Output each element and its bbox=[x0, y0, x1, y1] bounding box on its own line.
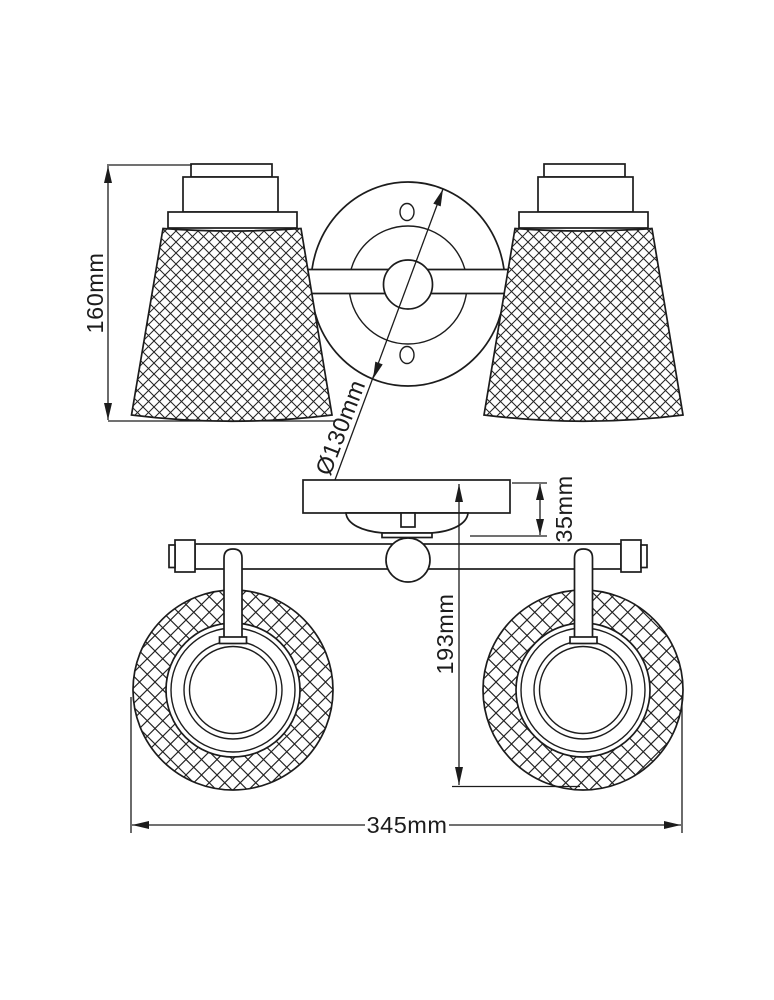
screw-hole-bottom bbox=[399, 345, 415, 365]
shade-height-label: 160mm bbox=[82, 253, 108, 334]
arrow-right-icon bbox=[664, 821, 681, 829]
left-lampholder-body bbox=[182, 176, 279, 213]
right-shade-arm bbox=[569, 548, 598, 645]
arrow-left-icon bbox=[132, 821, 149, 829]
top-view: 35mm 193mm 345mm bbox=[130, 475, 684, 838]
arrow-downleft-icon bbox=[373, 361, 383, 379]
backplate-plan bbox=[302, 479, 511, 514]
left-shade-plan bbox=[132, 589, 334, 791]
left-shade-front bbox=[130, 163, 333, 423]
left-shade-arm bbox=[218, 548, 248, 645]
bar-endnub-left bbox=[168, 544, 176, 569]
arrow-up-icon bbox=[536, 484, 544, 500]
dimension-overall-width: 345mm bbox=[130, 695, 683, 838]
right-lampholder-top bbox=[543, 163, 626, 178]
dimension-projection: 193mm bbox=[432, 484, 580, 788]
arrow-upright-icon bbox=[433, 189, 443, 207]
screw-hole-top bbox=[399, 202, 415, 222]
backplate-depth-label: 35mm bbox=[551, 475, 577, 542]
front-view: 160mm Ø130mm bbox=[82, 163, 684, 489]
arrow-down-icon bbox=[104, 403, 112, 420]
bar-endcap-right bbox=[620, 539, 642, 573]
arrow-down-icon bbox=[536, 519, 544, 535]
right-shade-front bbox=[483, 163, 684, 423]
left-shade-ring bbox=[167, 211, 298, 229]
bar-endcap-left bbox=[174, 539, 196, 573]
right-arm-flange bbox=[569, 636, 598, 645]
arrow-up-icon bbox=[104, 166, 112, 183]
dimension-backplate-depth: 35mm bbox=[470, 475, 577, 543]
right-lampholder-body bbox=[537, 176, 634, 213]
bar-endnub-right bbox=[640, 544, 648, 569]
canopy-flange bbox=[381, 532, 433, 539]
arrow-down-icon bbox=[455, 767, 463, 785]
ball-joint bbox=[385, 537, 431, 583]
canopy-stem bbox=[400, 512, 416, 528]
projection-label: 193mm bbox=[432, 594, 458, 675]
arrow-up-icon bbox=[455, 484, 463, 502]
right-shade-ring bbox=[518, 211, 649, 229]
left-shade-mesh bbox=[130, 227, 333, 423]
overall-width-label: 345mm bbox=[367, 812, 448, 838]
left-lampholder-top bbox=[190, 163, 273, 178]
dimension-shade-height: 160mm bbox=[82, 164, 336, 422]
left-arm-flange bbox=[218, 636, 248, 645]
right-shade-mesh bbox=[483, 227, 684, 423]
